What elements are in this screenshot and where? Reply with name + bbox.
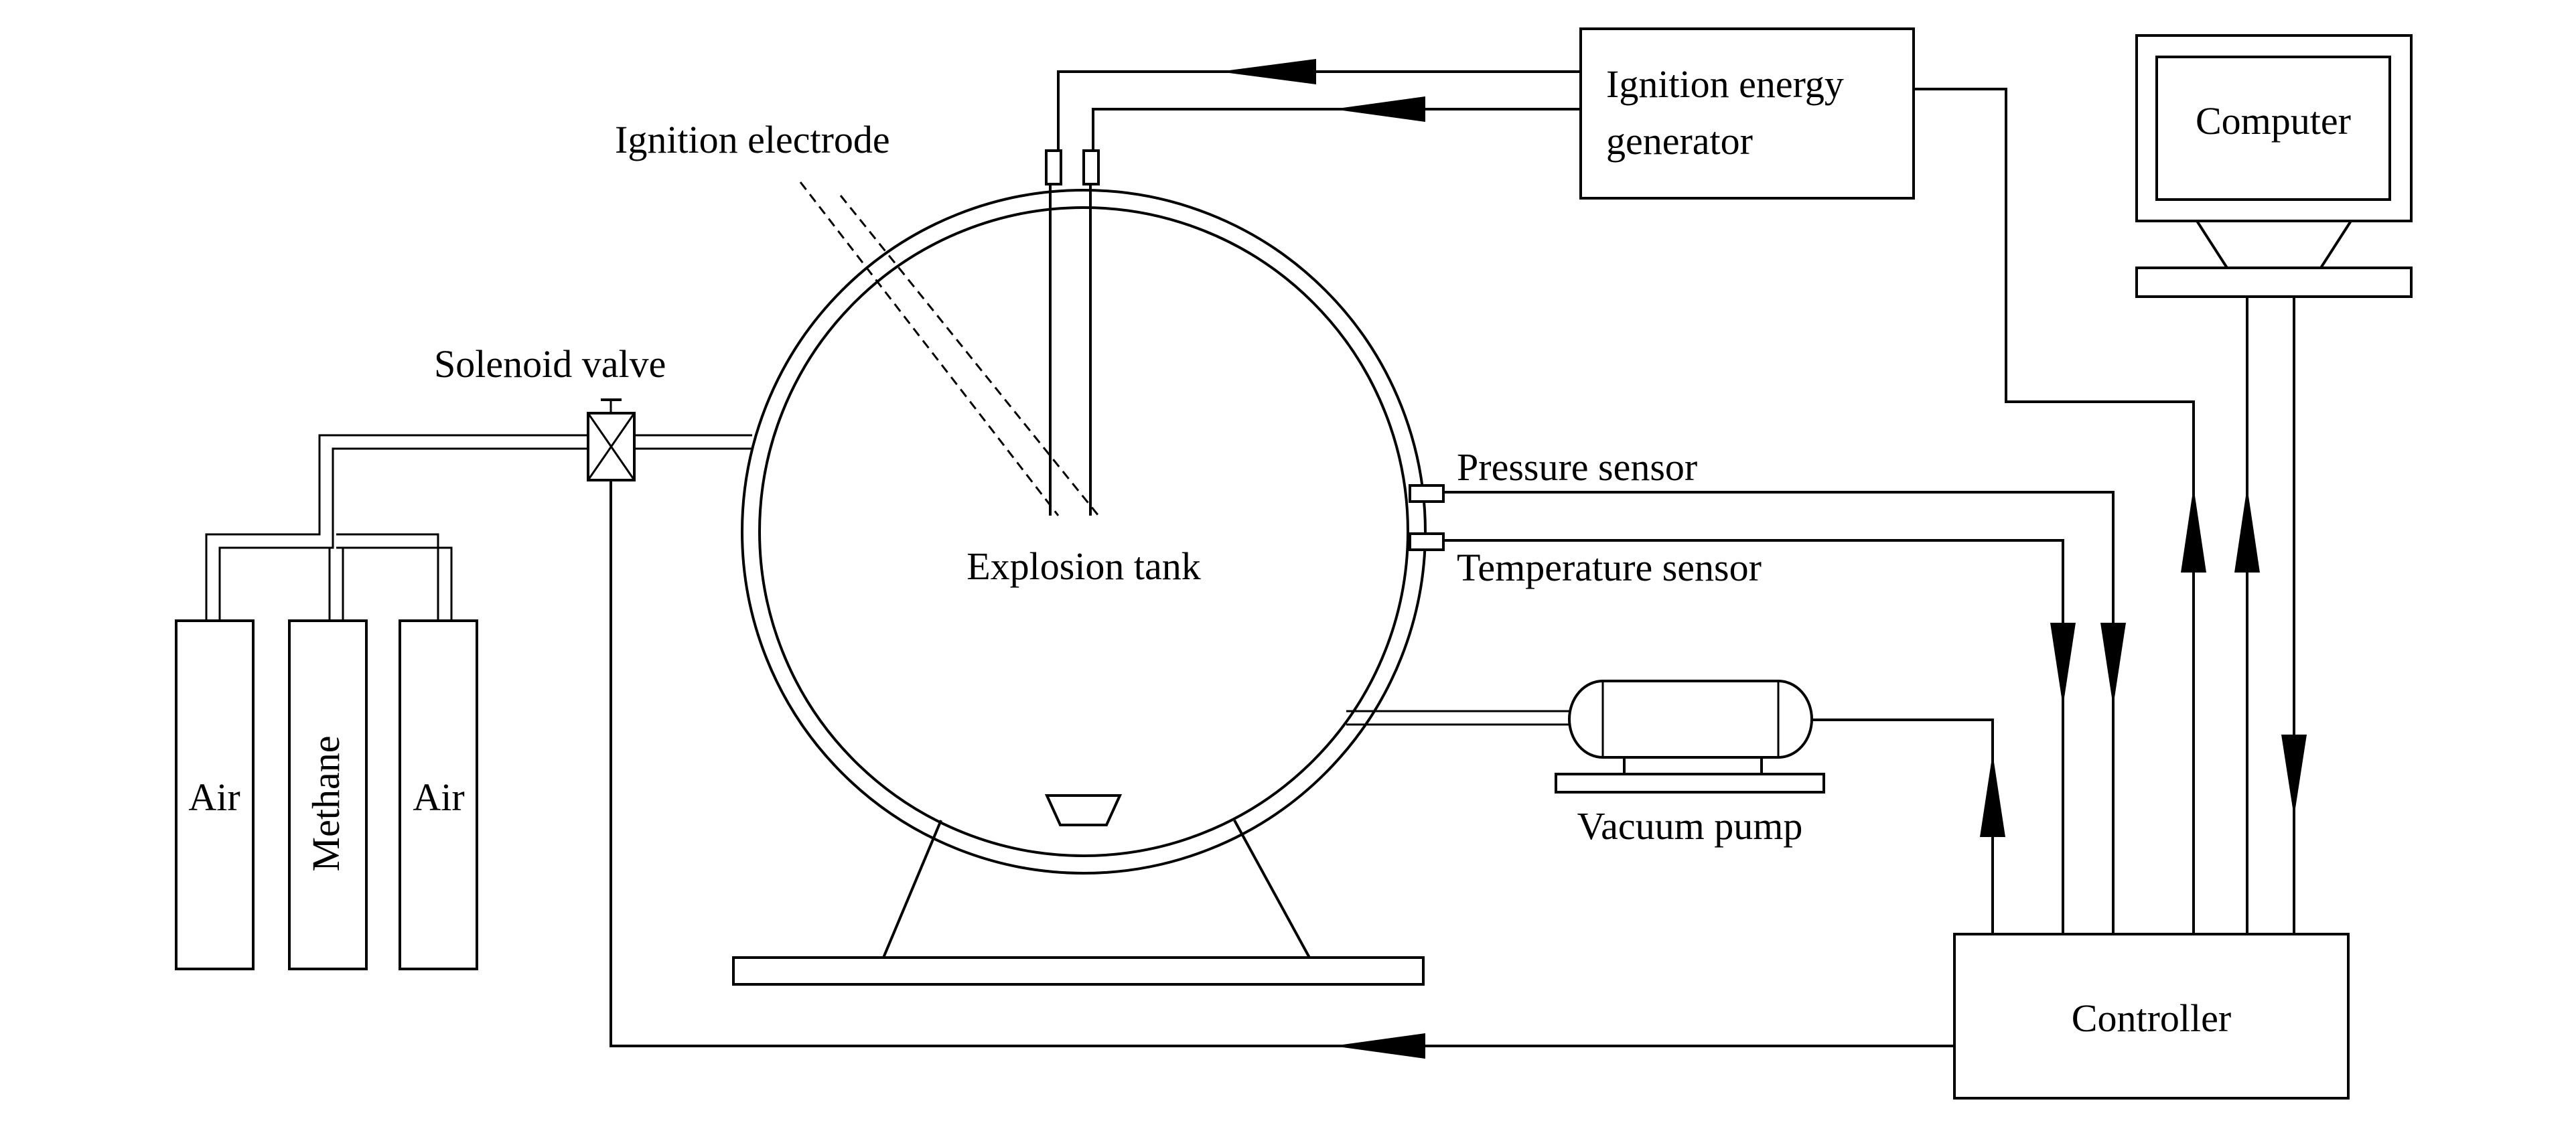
vacuum-pump-base	[1555, 773, 1825, 794]
generator-controller-wire	[1914, 88, 2195, 934]
cylinder-methane	[288, 619, 368, 970]
explosion-tank	[741, 189, 1427, 875]
computer-controller-wires	[2234, 297, 2307, 934]
arrow-pressure-controller	[2100, 623, 2126, 706]
explosion-tank-label: Explosion tank	[967, 544, 1201, 588]
ignition-electrode-label: Ignition electrode	[615, 118, 890, 161]
arrow-generator-electrode-2	[1333, 96, 1425, 122]
ignition-electrode	[799, 149, 1100, 516]
vacuum-pump-label: Vacuum pump	[1577, 804, 1803, 848]
temperature-sensor-label: Temperature sensor	[1457, 546, 1762, 589]
arrow-temperature-controller	[2050, 623, 2076, 706]
cylinder-air-left-label: Air	[188, 775, 240, 819]
generator-electrode-wires	[1057, 59, 1581, 151]
gas-cylinders: Air Methane Air	[175, 619, 478, 970]
pressure-sensor	[1409, 484, 1445, 503]
pressure-sensor-wire	[1443, 491, 2115, 934]
solenoid-valve	[587, 398, 636, 481]
arrow-controller-valve	[1333, 1033, 1425, 1059]
tank-base-plate	[732, 956, 1425, 986]
arrow-controller-generator	[2181, 487, 2206, 573]
computer-label: Computer	[2196, 99, 2351, 143]
arrow-computer-controller	[2281, 735, 2307, 817]
vacuum-pump	[1346, 680, 1825, 794]
tank-stand	[732, 820, 1425, 986]
temperature-sensor	[1409, 532, 1445, 551]
cylinder-air-right-label: Air	[413, 775, 464, 819]
ignition-energy-generator-box	[1579, 27, 1915, 200]
gas-manifold-piping	[205, 434, 752, 621]
computer-base	[2135, 267, 2413, 298]
controller-valve-wire	[610, 480, 1954, 1047]
cylinder-air-left	[175, 619, 255, 970]
temperature-sensor-wire	[1443, 539, 2064, 934]
solenoid-valve-label: Solenoid valve	[434, 342, 666, 386]
pressure-sensor-label: Pressure sensor	[1457, 445, 1697, 489]
arrow-controller-vacuum-pump	[1980, 753, 2005, 837]
tank-bottom-nozzle	[1044, 794, 1123, 826]
computer-screen	[2155, 56, 2391, 201]
arrow-generator-electrode-1	[1219, 59, 1316, 84]
cylinder-methane-label: Methane	[304, 736, 348, 872]
controller-label: Controller	[2072, 996, 2231, 1040]
arrow-controller-computer	[2234, 487, 2260, 573]
ignition-energy-generator-label-line1: Ignition energy	[1606, 62, 1844, 106]
controller-box	[1953, 933, 2350, 1100]
computer	[2135, 34, 2413, 298]
ignition-energy-generator-label-line2: generator	[1606, 119, 1753, 163]
vacuum-pump-controller-wire	[1812, 719, 1994, 934]
